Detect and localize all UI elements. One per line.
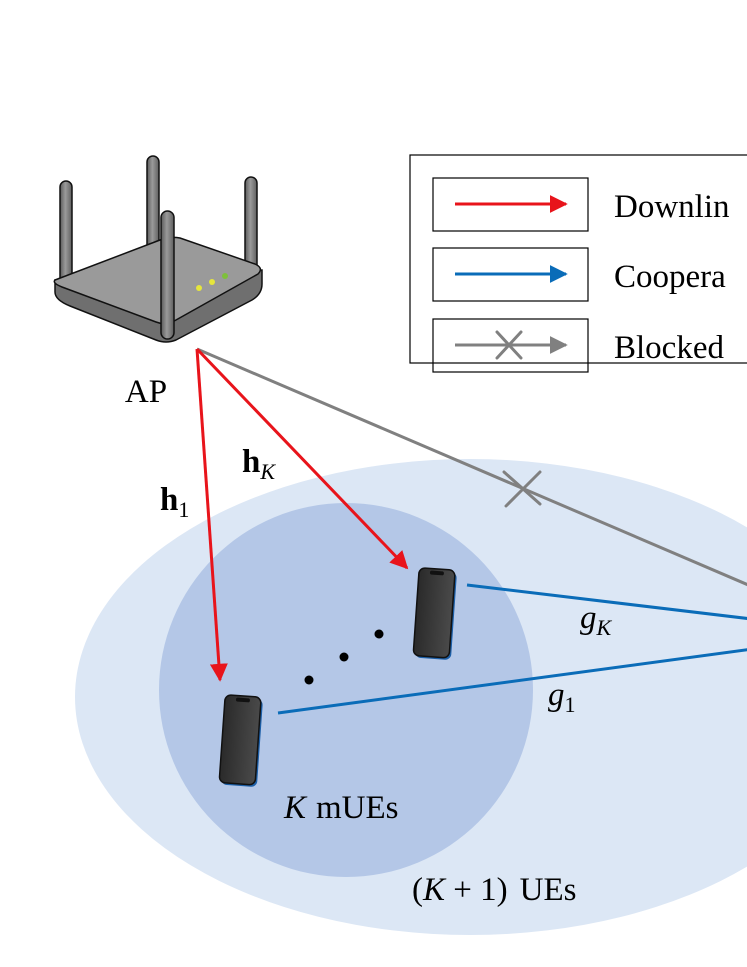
legend-cooperation-label: Coopera [614,259,726,295]
router-icon [53,155,263,343]
legend-blocked-label: Blocked [614,330,724,366]
downlink-h1-arrow [195,348,228,682]
blocked-link [196,347,747,587]
phone-mue-K-icon [412,567,457,660]
legend: Downlin Coopera Blocked [409,154,747,373]
legend-swatch-downlink [432,177,589,232]
legend-downlink-label: Downlin [614,189,730,225]
legend-frame [409,154,747,364]
legend-blocked-cross-icon [495,330,523,360]
label-g1: g1 [548,677,576,717]
label-hK: hK [242,444,276,484]
downlink-hK-arrow [195,347,409,570]
ap-label: AP [125,374,167,410]
legend-swatch-cooperation [432,247,589,302]
legend-swatch-blocked [432,318,589,373]
label-h1: h1 [160,482,189,522]
blocked-cross-icon [502,470,542,508]
cooperation-g1-link [277,648,747,715]
ues-label: (K + 1)UEs [412,872,576,908]
phone-mue-1-icon [218,694,263,787]
ellipsis-dots [304,629,384,685]
cooperation-gK-link [466,583,747,620]
label-gK: gK [580,600,613,640]
